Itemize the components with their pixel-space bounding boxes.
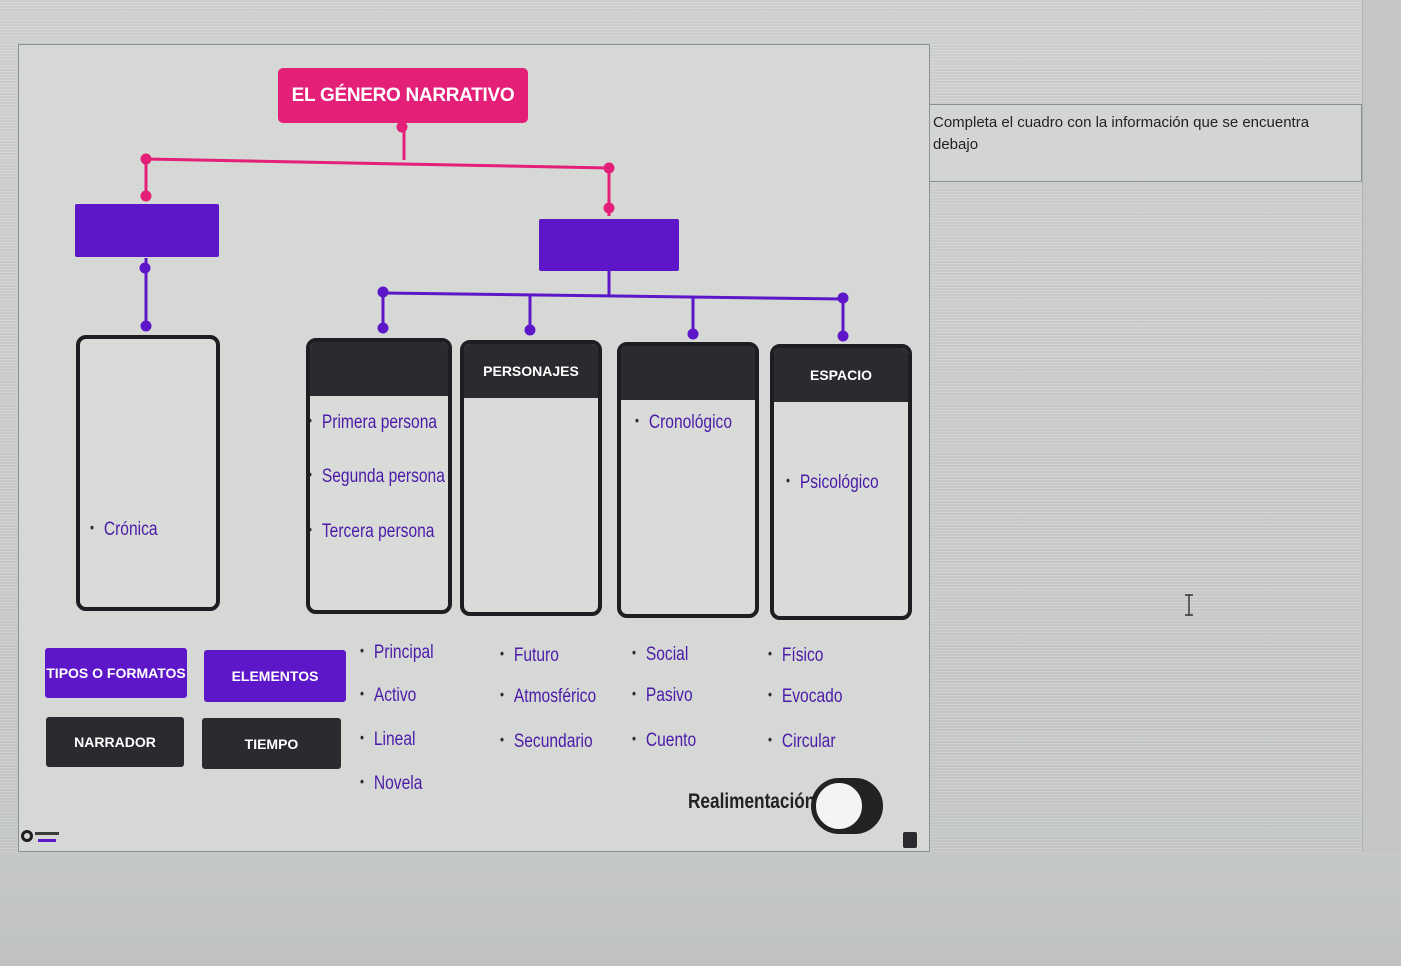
card-tipos[interactable]: •Crónica (76, 335, 220, 611)
window-edge (1362, 0, 1401, 966)
card-item: •Tercera persona (308, 521, 435, 542)
card-item: •Crónica (90, 519, 158, 540)
drop-target-elementos[interactable] (539, 219, 679, 271)
drag-option[interactable]: •Cuento (632, 730, 697, 751)
drag-option[interactable]: •Activo (360, 685, 417, 706)
card-header-espacio: ESPACIO (774, 348, 908, 402)
text-cursor-icon (1185, 594, 1193, 616)
drop-target-tipos[interactable] (75, 204, 219, 257)
card-narrador[interactable]: •Primera persona •Segunda persona •Terce… (306, 338, 452, 614)
genially-logo-icon (21, 830, 59, 842)
diagram-title: EL GÉNERO NARRATIVO (278, 68, 528, 123)
drag-option[interactable]: •Secundario (500, 731, 593, 752)
toggle-knob[interactable] (815, 782, 863, 830)
fullscreen-icon[interactable] (903, 832, 917, 848)
connector-lines (139, 121, 849, 342)
drag-tag-elementos[interactable]: ELEMENTOS (204, 650, 346, 702)
feedback-toggle[interactable] (811, 778, 883, 834)
instruction-textbox[interactable]: Completa el cuadro con la información qu… (922, 104, 1362, 182)
card-header-empty[interactable] (310, 342, 448, 396)
bottom-area (0, 852, 1401, 966)
feedback-label: Realimentación (688, 790, 816, 813)
drag-option[interactable]: •Circular (768, 731, 836, 752)
card-item: •Cronológico (635, 412, 733, 433)
drag-tag-tiempo[interactable]: TIEMPO (202, 718, 341, 769)
card-espacio[interactable]: ESPACIO •Psicológico (770, 344, 912, 620)
drag-option[interactable]: •Evocado (768, 686, 843, 707)
card-header-empty[interactable] (621, 346, 755, 400)
card-item: •Primera persona (308, 412, 438, 433)
drag-option[interactable]: •Novela (360, 773, 423, 794)
drag-option[interactable]: •Futuro (500, 645, 559, 666)
drag-option[interactable]: •Social (632, 644, 689, 665)
drag-option[interactable]: •Lineal (360, 729, 416, 750)
instruction-text: Completa el cuadro con la información qu… (933, 114, 1310, 153)
card-tiempo[interactable]: •Cronológico (617, 342, 759, 618)
drag-option[interactable]: •Pasivo (632, 685, 693, 706)
card-personajes[interactable]: PERSONAJES (460, 340, 602, 616)
drag-tag-narrador[interactable]: NARRADOR (46, 717, 184, 767)
drag-option[interactable]: •Atmosférico (500, 686, 597, 707)
drag-option[interactable]: •Físico (768, 645, 824, 666)
drag-option[interactable]: •Principal (360, 642, 434, 663)
card-item: •Segunda persona (308, 466, 445, 487)
card-item: •Psicológico (786, 472, 879, 493)
card-header-personajes: PERSONAJES (464, 344, 598, 398)
drag-tag-tipos[interactable]: TIPOS O FORMATOS (45, 648, 187, 698)
